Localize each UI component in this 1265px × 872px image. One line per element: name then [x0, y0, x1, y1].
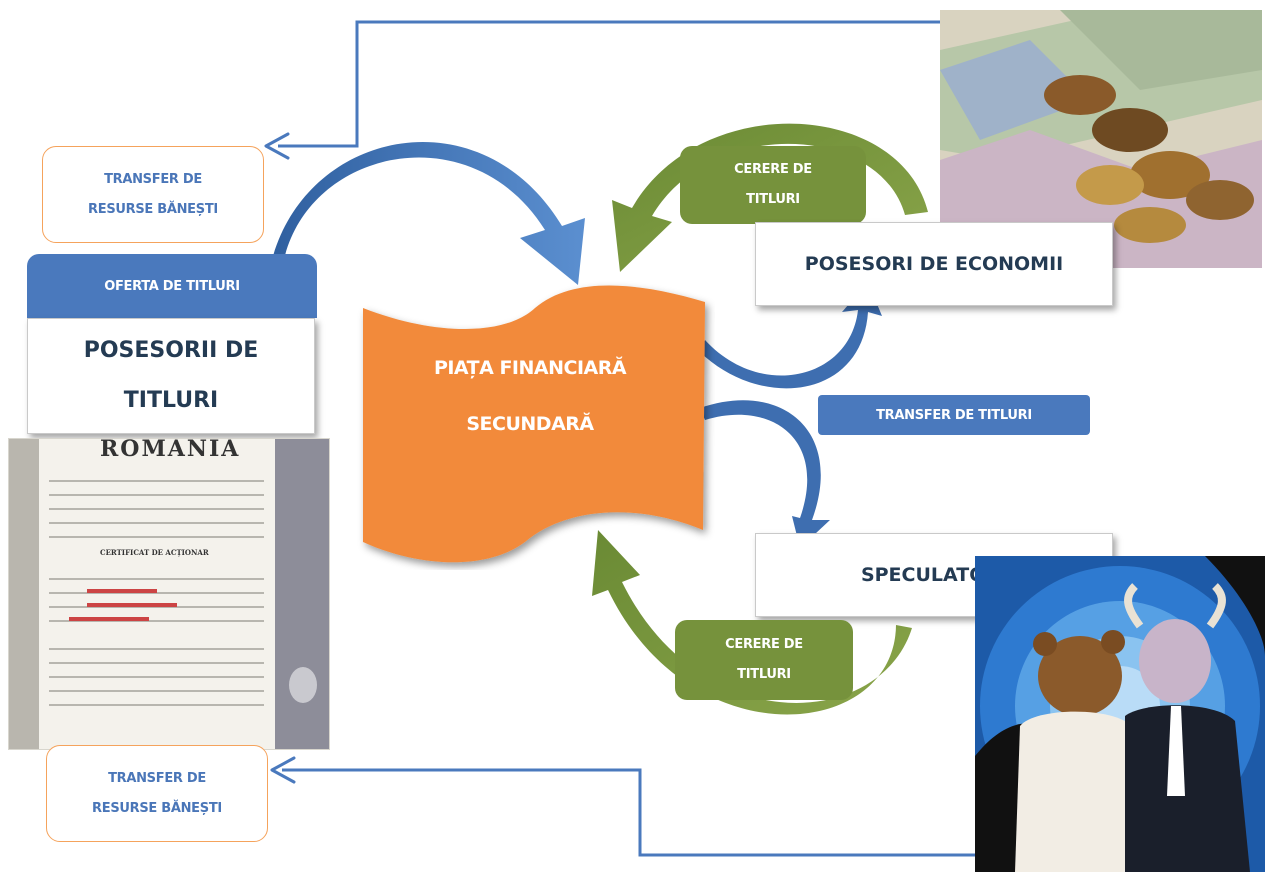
certificate-title: ROMANIA — [100, 436, 241, 462]
securities-holders-box: POSESORII DE TITLURI — [27, 318, 315, 434]
transfer-top-line2: RESURSE BĂNEȘTI — [88, 201, 218, 217]
money-flow-arrowhead-top — [264, 132, 290, 160]
supply-curved-arrow — [270, 141, 585, 285]
demand-box-top: CERERE DE TITLURI — [680, 146, 866, 224]
transfer-bottom-line2: RESURSE BĂNEȘTI — [92, 800, 222, 816]
transfer-top-line1: TRANSFER DE — [104, 171, 202, 187]
demand-bottom-line1: CERERE DE — [725, 637, 803, 652]
secondary-market-title: PIAȚA FINANCIARĂ SECUNDARĂ — [380, 340, 680, 452]
money-flow-line-top — [278, 20, 990, 148]
bear-bull-illustration — [975, 556, 1265, 872]
savers-label: POSESORI DE ECONOMII — [804, 253, 1064, 275]
securities-holders-line2: TITLURI — [123, 388, 219, 413]
speculators-label: SPECULATORI — [860, 564, 1008, 586]
share-certificate-image — [8, 438, 330, 750]
secondary-market-line1: PIAȚA FINANCIARĂ — [433, 357, 627, 379]
secondary-market-line2: SECUNDARĂ — [466, 413, 594, 435]
transfer-resources-box-top: TRANSFER DE RESURSE BĂNEȘTI — [42, 146, 264, 243]
certificate-subtitle: CERTIFICAT DE ACȚIONAR — [100, 548, 209, 557]
transfer-resources-box-bottom: TRANSFER DE RESURSE BĂNEȘTI — [46, 745, 268, 842]
securities-transfer-text: TRANSFER DE TITLURI — [876, 407, 1032, 423]
securities-transfer-label: TRANSFER DE TITLURI — [818, 395, 1090, 435]
flow-to-speculators-arrow — [700, 400, 830, 548]
supply-of-securities-label: OFERTA DE TITLURI — [27, 254, 317, 318]
flow-to-savers-arrow — [700, 282, 882, 389]
demand-curved-arrow-bottom — [592, 530, 912, 715]
transfer-bottom-line1: TRANSFER DE — [108, 770, 206, 786]
demand-top-line1: CERERE DE — [734, 162, 812, 177]
money-flow-arrowhead-bottom — [270, 756, 296, 784]
demand-bottom-line2: TITLURI — [737, 667, 791, 682]
bear-bull-icon — [975, 556, 1265, 872]
demand-top-line2: TITLURI — [746, 192, 800, 207]
oferta-label: OFERTA DE TITLURI — [104, 278, 240, 294]
securities-holders-line1: POSESORII DE — [83, 338, 259, 363]
secondary-market-shape — [363, 285, 705, 563]
certificate-graphic — [9, 439, 329, 749]
money-flow-line-bottom — [282, 768, 985, 857]
demand-box-bottom: CERERE DE TITLURI — [675, 620, 853, 700]
savers-box: POSESORI DE ECONOMII — [755, 222, 1113, 306]
